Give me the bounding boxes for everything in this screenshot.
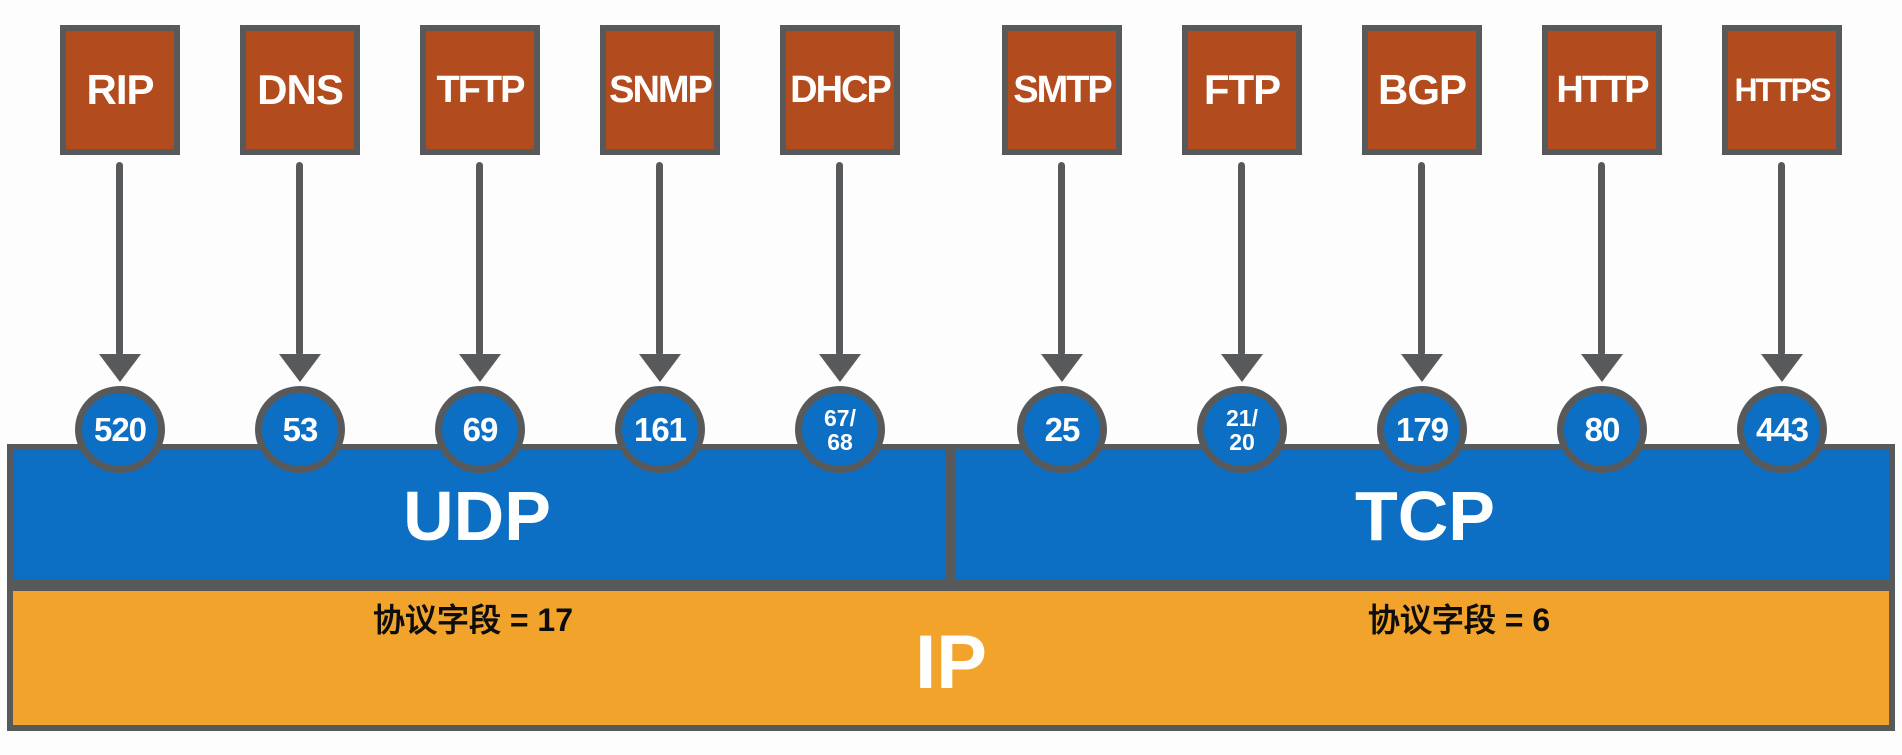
down-arrow-icon xyxy=(459,354,501,382)
down-arrow-icon xyxy=(1041,354,1083,382)
protocol-label: SMTP xyxy=(1013,68,1113,111)
down-arrow-icon xyxy=(1581,354,1623,382)
arrow-line xyxy=(1058,162,1065,356)
protocol-box-snmp: SNMP xyxy=(600,25,720,155)
protocol-label: HTTPS xyxy=(1734,71,1832,108)
protocol-box-smtp: SMTP xyxy=(1002,25,1122,155)
down-arrow-icon xyxy=(1221,354,1263,382)
port-badge-161: 161 xyxy=(615,386,705,473)
arrow-line xyxy=(1238,162,1245,356)
down-arrow-icon xyxy=(819,354,861,382)
protocol-label: HTTP xyxy=(1556,68,1649,111)
protocol-box-http: HTTP xyxy=(1542,25,1662,155)
protocol-box-dhcp: DHCP xyxy=(780,25,900,155)
protocol-label: DNS xyxy=(257,66,344,113)
port-badge-67-68: 67/68 xyxy=(795,386,885,473)
udp-tcp-divider xyxy=(946,447,955,582)
down-arrow-icon xyxy=(99,354,141,382)
arrow-line xyxy=(1418,162,1425,356)
port-number: 25 xyxy=(1044,411,1081,448)
port-number: 21/20 xyxy=(1226,404,1258,455)
protocol-label: DHCP xyxy=(790,68,892,111)
down-arrow-icon xyxy=(1761,354,1803,382)
protocol-label: SNMP xyxy=(609,68,713,111)
udp-protocol-field-text: 协议字段 = 17 xyxy=(372,602,574,638)
port-number: 69 xyxy=(462,411,499,448)
protocol-box-bgp: BGP xyxy=(1362,25,1482,155)
protocol-box-rip: RIP xyxy=(60,25,180,155)
port-number: 67/68 xyxy=(824,404,856,455)
down-arrow-icon xyxy=(279,354,321,382)
protocol-label: FTP xyxy=(1203,66,1281,113)
port-number: 443 xyxy=(1755,411,1809,448)
down-arrow-icon xyxy=(639,354,681,382)
protocol-box-tftp: TFTP xyxy=(420,25,540,155)
tcp-label: TCP xyxy=(1355,477,1495,555)
port-badge-69: 69 xyxy=(435,386,525,473)
port-badge-443: 443 xyxy=(1737,386,1827,473)
port-number: 80 xyxy=(1584,411,1621,448)
port-badge-520: 520 xyxy=(75,386,165,473)
port-badge-53: 53 xyxy=(255,386,345,473)
port-badge-179: 179 xyxy=(1377,386,1467,473)
tcp-protocol-field-text: 协议字段 = 6 xyxy=(1367,602,1551,638)
protocol-box-dns: DNS xyxy=(240,25,360,155)
ip-label: IP xyxy=(915,619,987,705)
port-number: 53 xyxy=(282,411,319,448)
arrow-line xyxy=(656,162,663,356)
arrow-line xyxy=(296,162,303,356)
down-arrow-icon xyxy=(1401,354,1443,382)
port-number: 161 xyxy=(633,411,687,448)
port-badge-21-20: 21/20 xyxy=(1197,386,1287,473)
arrow-line xyxy=(1778,162,1785,356)
protocol-box-ftp: FTP xyxy=(1182,25,1302,155)
udp-label: UDP xyxy=(403,477,551,555)
arrow-line xyxy=(1598,162,1605,356)
port-badge-80: 80 xyxy=(1557,386,1647,473)
protocol-box-https: HTTPS xyxy=(1722,25,1842,155)
arrow-line xyxy=(836,162,843,356)
arrow-line xyxy=(116,162,123,356)
protocol-label: BGP xyxy=(1377,66,1467,113)
protocol-label: RIP xyxy=(86,66,154,113)
arrow-line xyxy=(476,162,483,356)
ip-bar xyxy=(7,585,1895,731)
port-badge-25: 25 xyxy=(1017,386,1107,473)
port-number: 179 xyxy=(1395,411,1449,448)
protocol-label: TFTP xyxy=(436,68,526,111)
port-number: 520 xyxy=(93,411,147,448)
